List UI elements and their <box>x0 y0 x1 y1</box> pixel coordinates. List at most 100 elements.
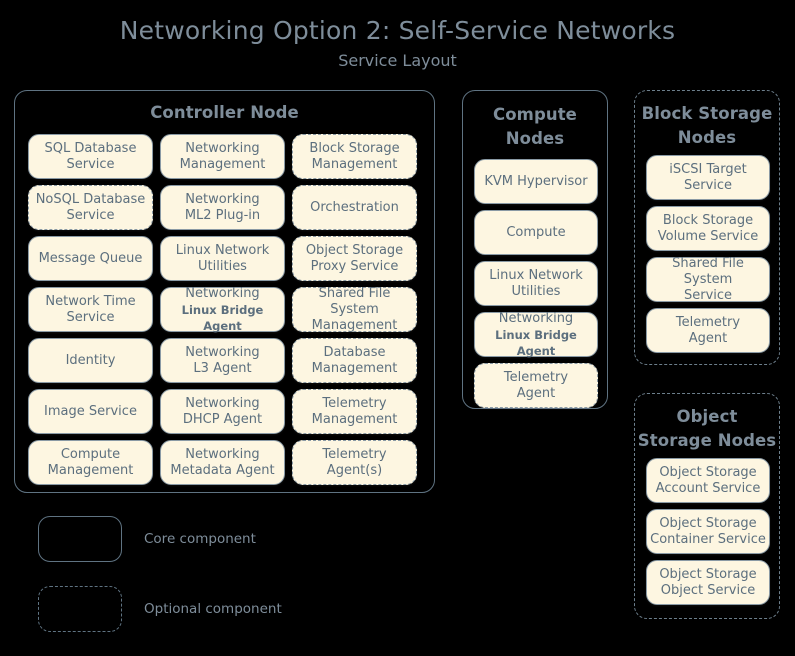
legend-label-core: Core component <box>144 531 256 547</box>
service-chip-line1: Compute <box>60 446 121 462</box>
service-chip-line2: Management <box>311 411 398 427</box>
service-chip-line2: DHCP Agent <box>182 411 263 427</box>
service-chip-line2: Service <box>66 309 115 325</box>
service-chip-line2: Management <box>179 156 266 172</box>
service-chip-line2: Object Service <box>660 582 756 598</box>
service-chip-line2: Utilities <box>198 258 247 274</box>
service-chip[interactable]: KVM Hypervisor <box>474 159 598 204</box>
service-chip-line2: Container Service <box>650 531 766 547</box>
service-chip-line1: Linux Network <box>175 242 270 258</box>
service-chip-line1: Networking <box>185 285 260 301</box>
service-chip-line1: Block Storage <box>662 212 754 228</box>
service-chip[interactable]: Image Service <box>28 389 153 434</box>
service-chip-line2: Agent(s) <box>326 462 383 478</box>
service-chip-line1: Networking <box>185 395 260 411</box>
service-chip-line2: Service <box>66 156 115 172</box>
service-chip-line2: Linux Bridge Agent <box>495 327 577 358</box>
service-chip-line1: Shared File System <box>318 285 391 317</box>
diagram-title-block: Networking Option 2: Self-Service Networ… <box>0 16 795 72</box>
service-chip-line1: Telemetry <box>322 446 387 462</box>
service-chip-line1: Database <box>323 344 386 360</box>
service-chip-line2: ML2 Plug-in <box>184 207 261 223</box>
service-chip-line1: Linux Network <box>489 267 583 283</box>
service-chip-line1: Telemetry <box>503 369 569 385</box>
service-chip-line1: Networking <box>185 344 260 360</box>
service-chip-line2: Proxy Service <box>310 258 399 274</box>
service-chip[interactable]: Message Queue <box>28 236 153 281</box>
service-chip-line1: Shared File System <box>672 255 744 287</box>
service-chip-line1: NoSQL Database <box>35 191 146 207</box>
service-chip-line2: Volume Service <box>657 228 759 244</box>
service-chip-line2: Service <box>66 207 115 223</box>
service-chip-line2: Service <box>683 177 733 193</box>
service-chip-line1: SQL Database <box>44 140 137 156</box>
service-chip-line1: Orchestration <box>310 199 399 215</box>
legend-row-core: Core component <box>38 516 282 562</box>
service-chip-line2: Service <box>683 287 733 303</box>
service-chip-line2: L3 Agent <box>193 360 252 376</box>
service-chip-line1: Telemetry <box>675 314 741 330</box>
service-chip-line2: Management <box>311 317 398 333</box>
service-chip-line1: Networking <box>185 140 260 156</box>
service-chip-line1: Telemetry <box>322 395 387 411</box>
service-chip-line1: Networking <box>498 310 574 326</box>
service-chip[interactable]: Compute <box>474 210 598 255</box>
service-chip-line2: Agent <box>516 385 556 401</box>
service-chip-line1: Networking <box>185 191 260 207</box>
service-chip-line1: Message Queue <box>38 250 143 266</box>
service-chip-line2: Linux Bridge Agent <box>181 302 264 333</box>
legend-swatch-core <box>38 516 122 562</box>
service-chip-line1: iSCSI Target <box>669 161 747 177</box>
service-chip[interactable]: Orchestration <box>292 185 417 230</box>
service-chip-line1: Compute <box>506 224 566 240</box>
service-chip-line2: Management <box>47 462 134 478</box>
service-chip-line2: Management <box>311 156 398 172</box>
service-chip-line1: Object Storage <box>659 566 757 582</box>
service-chip-line1: Networking <box>185 446 260 462</box>
service-chip-line1: KVM Hypervisor <box>484 173 588 189</box>
service-chip[interactable]: Identity <box>28 338 153 383</box>
legend-swatch-optional <box>38 586 122 632</box>
service-chip-line1: Object Storage <box>659 515 757 531</box>
service-chip-line2: Metadata Agent <box>170 462 275 478</box>
legend-row-optional: Optional component <box>38 586 282 632</box>
service-chip-line2: Management <box>311 360 398 376</box>
service-chip-line2: Account Service <box>655 480 761 496</box>
